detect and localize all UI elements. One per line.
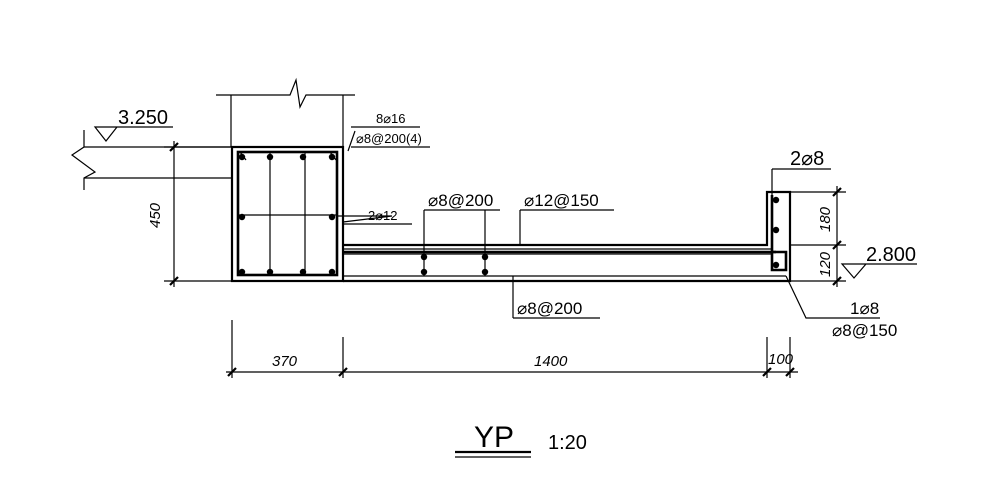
slab-dist-top-label: ⌀8@200 bbox=[428, 191, 493, 210]
existing-slab-left bbox=[70, 130, 231, 190]
slab-bottom-bars-label: ⌀8@200 bbox=[517, 299, 582, 318]
beam-outline bbox=[230, 145, 345, 283]
dim-upstand-width-text: 100 bbox=[768, 351, 794, 368]
elevation-marker-bottom bbox=[840, 263, 917, 279]
rebar-dot bbox=[772, 196, 780, 204]
rebar-dot bbox=[299, 153, 307, 161]
rebar-dot bbox=[266, 153, 274, 161]
tip-bar-label: 1⌀8 bbox=[850, 299, 879, 318]
elevation-marker-top bbox=[93, 126, 173, 142]
rebar-dot bbox=[238, 213, 246, 221]
beam-stirrups-label: ⌀8@200(4) bbox=[356, 131, 422, 146]
level-top-label: 3.250 bbox=[118, 107, 168, 129]
dim-beam-height bbox=[164, 141, 231, 287]
dim-cantilever-text: 1400 bbox=[534, 353, 568, 370]
rebar-dot bbox=[772, 226, 780, 234]
rebar-dot bbox=[238, 153, 246, 161]
dim-upstand-top-text: 180 bbox=[817, 206, 834, 232]
rebar-dot bbox=[328, 268, 336, 276]
dim-beam-width-text: 370 bbox=[272, 353, 298, 370]
dim-upstand bbox=[790, 186, 846, 287]
rebar-dot bbox=[328, 213, 336, 221]
slab-top-bars-label: ⌀12@150 bbox=[524, 191, 599, 210]
drawing-scale: 1:20 bbox=[548, 432, 587, 454]
level-bottom-label: 2.800 bbox=[866, 244, 916, 266]
beam-rebar-cage bbox=[236, 150, 339, 277]
upstand-bars-label: 2⌀8 bbox=[790, 148, 824, 170]
column-above bbox=[216, 77, 355, 147]
dim-horizontal bbox=[226, 320, 798, 378]
rebar-dot bbox=[772, 261, 780, 269]
beam-bars bbox=[238, 153, 336, 276]
rebar-dot bbox=[238, 268, 246, 276]
beam-main-bars-label: 8⌀16 bbox=[376, 111, 406, 126]
dim-beam-height-text: 450 bbox=[147, 202, 164, 228]
dim-upstand-bottom-text: 120 bbox=[817, 251, 834, 277]
tip-stirrups-label: ⌀8@150 bbox=[832, 321, 897, 340]
leader-lines bbox=[343, 126, 880, 319]
rebar-dot bbox=[299, 268, 307, 276]
cantilever-slab-outline bbox=[343, 190, 792, 283]
title-underline bbox=[455, 450, 531, 458]
drawing-title: YP bbox=[474, 421, 514, 454]
waist-bars-label: 2⌀12 bbox=[368, 208, 398, 223]
rebar-dot bbox=[266, 268, 274, 276]
rebar-dot bbox=[328, 153, 336, 161]
